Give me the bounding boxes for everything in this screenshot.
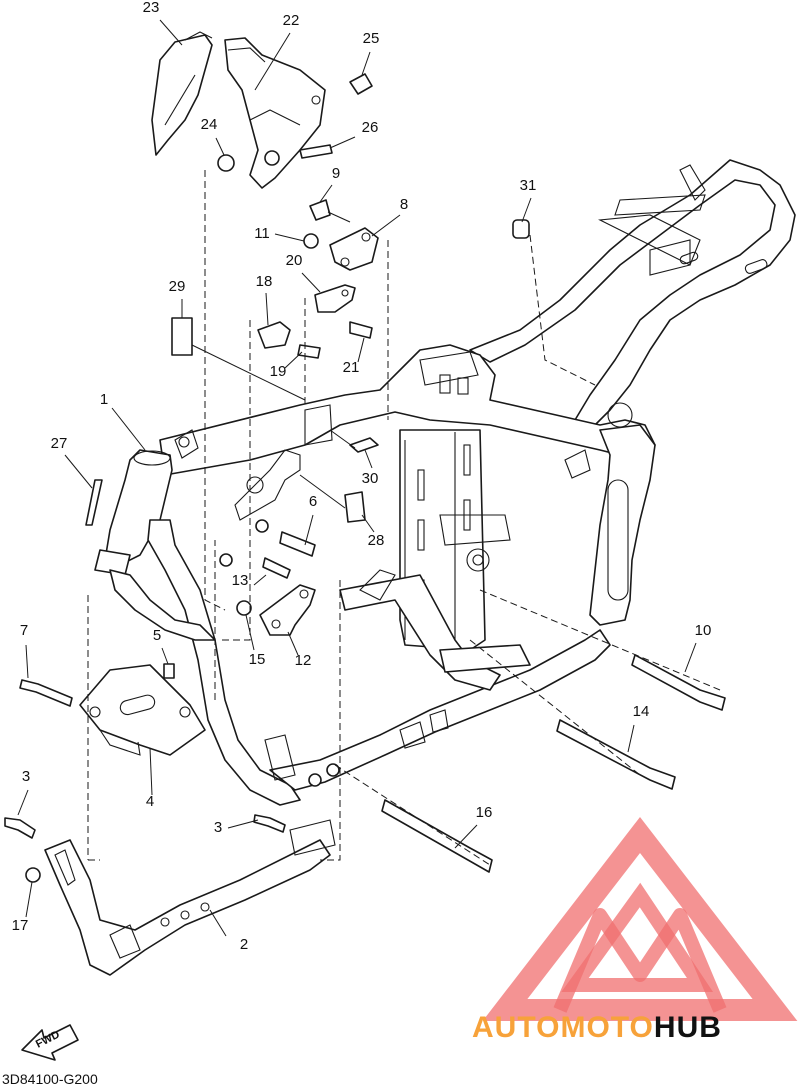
callout-c30: 30 <box>362 470 379 487</box>
callout-c17: 17 <box>12 917 29 934</box>
callout-c22: 22 <box>283 12 300 29</box>
callout-c10: 10 <box>695 622 712 639</box>
callout-c29: 29 <box>169 278 186 295</box>
bracket-part-18 <box>257 321 291 349</box>
callout-c3a: 3 <box>22 768 30 785</box>
callout-numbers: 1233456789101112131415161718192021222324… <box>12 0 712 953</box>
front-downtube-part-2 <box>44 819 336 976</box>
callout-c15: 15 <box>249 651 266 668</box>
main-frame <box>94 159 796 806</box>
callout-c24: 24 <box>201 116 218 133</box>
assembly-guide-lines <box>87 170 721 866</box>
callout-c7: 7 <box>20 622 28 639</box>
watermark-brand-part2: HUB <box>654 1011 722 1044</box>
small-parts <box>4 73 726 883</box>
callout-c31: 31 <box>520 177 537 194</box>
leader-lines <box>17 19 697 937</box>
callout-c28: 28 <box>368 532 385 549</box>
callout-c6: 6 <box>309 493 317 510</box>
bracket-part-20 <box>314 284 356 313</box>
callout-c4: 4 <box>146 793 154 810</box>
callout-c5: 5 <box>153 627 161 644</box>
callout-c2: 2 <box>240 936 248 953</box>
callout-c25: 25 <box>363 30 380 47</box>
callout-c12: 12 <box>295 652 312 669</box>
callout-c26: 26 <box>362 119 379 136</box>
automotohub-watermark: AUTOMOTOHUB <box>472 1011 722 1044</box>
automotohub-logo-icon <box>482 816 798 1021</box>
watermark-brand-part1: AUTOMOTO <box>472 1011 654 1044</box>
cover-part-23 <box>151 31 213 156</box>
cover-part-22 <box>224 37 326 189</box>
callout-c14: 14 <box>633 703 650 720</box>
callout-c18: 18 <box>256 273 273 290</box>
callout-c20: 20 <box>286 252 303 269</box>
callout-c13: 13 <box>232 572 249 589</box>
engine-mount-bracket-part-4 <box>79 664 206 756</box>
callout-c11: 11 <box>254 225 270 242</box>
callout-c3b: 3 <box>214 819 222 836</box>
callout-c9: 9 <box>332 165 340 182</box>
callout-c16: 16 <box>476 804 493 821</box>
callout-c23: 23 <box>143 0 160 16</box>
bracket-part-12 <box>259 584 316 636</box>
bracket-part-8 <box>329 227 379 271</box>
diagram-code: 3D84100-G200 <box>2 1071 98 1087</box>
callout-c8: 8 <box>400 196 408 213</box>
callout-c1: 1 <box>100 391 108 408</box>
fwd-arrow-icon: FWD <box>21 1024 79 1061</box>
callout-c27: 27 <box>51 435 68 452</box>
svg-text:AUTOMOTOHUB: AUTOMOTOHUB <box>472 1011 722 1044</box>
callout-c21: 21 <box>343 359 360 376</box>
callout-c19: 19 <box>270 363 287 380</box>
